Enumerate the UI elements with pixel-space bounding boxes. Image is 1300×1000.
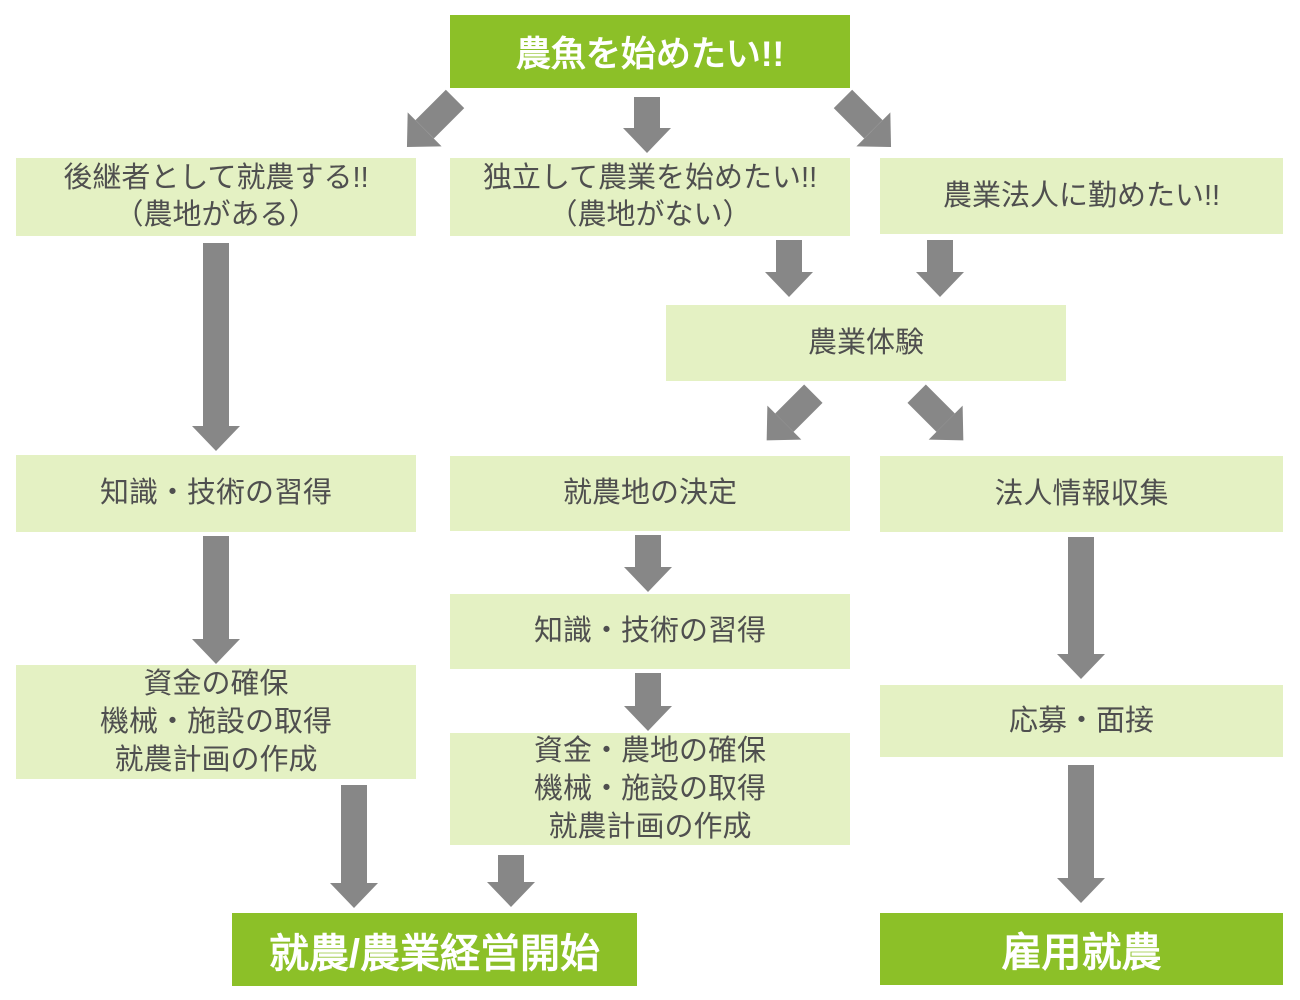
node-corporation-label: 農業法人に勤めたい!! (942, 179, 1221, 212)
arrow-shaft (776, 240, 802, 272)
node-funds-left-line2: 機械・施設の取得 (99, 706, 332, 738)
node-experience-label: 農業体験 (807, 326, 924, 359)
node-successor-line2: （農地がある） (114, 199, 318, 231)
node-corporation: 農業法人に勤めたい!! (880, 158, 1283, 234)
node-start: 農魚を始めたい!! (450, 15, 850, 88)
node-corp-info-label: 法人情報収集 (994, 477, 1169, 510)
down-arrow-icon-funds-left-to-final (329, 785, 379, 908)
node-experience: 農業体験 (666, 305, 1066, 381)
arrow-shaft (1068, 765, 1094, 878)
node-funds-mid: 資金・農地の確保 機械・施設の取得 就農計画の作成 (450, 733, 850, 845)
node-employment: 雇用就農 (880, 913, 1283, 985)
node-independent: 独立して農業を始めたい!! （農地がない） (450, 158, 850, 236)
down-right-arrow-icon-experience-to-corpinfo (899, 376, 981, 458)
node-start-label: 農魚を始めたい!! (515, 35, 785, 74)
arrow-shaft (341, 785, 367, 883)
arrow-shaft (635, 535, 661, 567)
arrow-shaft (1068, 537, 1094, 654)
node-apply-interview-label: 応募・面接 (1008, 704, 1154, 737)
arrow-shaft (203, 536, 229, 639)
node-successor-line1: 後継者として就農する!! (63, 162, 369, 194)
arrow-shaft (634, 97, 660, 128)
down-arrow-icon-corpinfo-to-apply (1056, 537, 1106, 679)
arrow-head (623, 128, 671, 153)
node-funds-mid-line3: 就農計画の作成 (548, 811, 752, 843)
arrow-head (765, 272, 813, 297)
down-arrow-icon-knowledge-to-funds-left (191, 536, 241, 664)
node-decide-land-label: 就農地の決定 (562, 477, 737, 509)
arrow-head (1057, 654, 1105, 679)
node-start-management-label: 就農/農業経営開始 (268, 931, 601, 976)
node-funds-left-line1: 資金の確保 (143, 668, 289, 700)
arrow-shaft (927, 240, 953, 272)
node-decide-land: 就農地の決定 (450, 456, 850, 531)
node-employment-label: 雇用就農 (1001, 931, 1162, 975)
node-knowledge-mid-label: 知識・技術の習得 (533, 615, 766, 647)
arrow-head (192, 426, 240, 451)
node-funds-mid-line2: 機械・施設の取得 (533, 773, 766, 805)
arrow-head (192, 639, 240, 664)
node-independent-line2: （農地がない） (548, 199, 752, 231)
arrow-head (916, 272, 964, 297)
node-knowledge-left: 知識・技術の習得 (16, 455, 416, 532)
down-right-arrow-icon-start-to-corporation (825, 81, 909, 165)
node-knowledge-left-label: 知識・技術の習得 (99, 477, 332, 509)
arrow-head (330, 883, 378, 908)
arrow-head (624, 567, 672, 592)
arrow-head (487, 882, 535, 907)
arrow-shaft (635, 673, 661, 706)
node-funds-left-line3: 就農計画の作成 (114, 744, 318, 776)
node-apply-interview: 応募・面接 (880, 685, 1283, 757)
down-arrow-icon-funds-mid-to-final (486, 855, 536, 907)
node-start-management: 就農/農業経営開始 (232, 913, 637, 986)
down-left-arrow-icon-experience-to-decide (749, 376, 831, 458)
node-knowledge-mid: 知識・技術の習得 (450, 594, 850, 669)
node-independent-line1: 独立して農業を始めたい!! (482, 162, 818, 194)
node-successor: 後継者として就農する!! （農地がある） (16, 158, 416, 236)
down-arrow-icon-knowledge-mid-to-funds-mid (623, 673, 673, 731)
node-funds-left: 資金の確保 機械・施設の取得 就農計画の作成 (16, 665, 416, 779)
arrow-shaft (498, 855, 524, 882)
arrow-head (1057, 878, 1105, 903)
node-corp-info: 法人情報収集 (880, 456, 1283, 532)
down-arrow-icon-successor-to-knowledge (191, 243, 241, 451)
down-arrow-icon-independent-to-experience (764, 240, 814, 297)
down-arrow-icon-start-to-independent (622, 97, 672, 153)
down-arrow-icon-decide-to-knowledge-mid (623, 535, 673, 592)
arrow-shaft (203, 243, 229, 426)
down-arrow-icon-apply-to-employment (1056, 765, 1106, 903)
down-arrow-icon-corporation-to-experience (915, 240, 965, 297)
down-left-arrow-icon-start-to-successor (389, 81, 472, 165)
node-funds-mid-line1: 資金・農地の確保 (533, 735, 766, 767)
arrow-head (624, 706, 672, 731)
